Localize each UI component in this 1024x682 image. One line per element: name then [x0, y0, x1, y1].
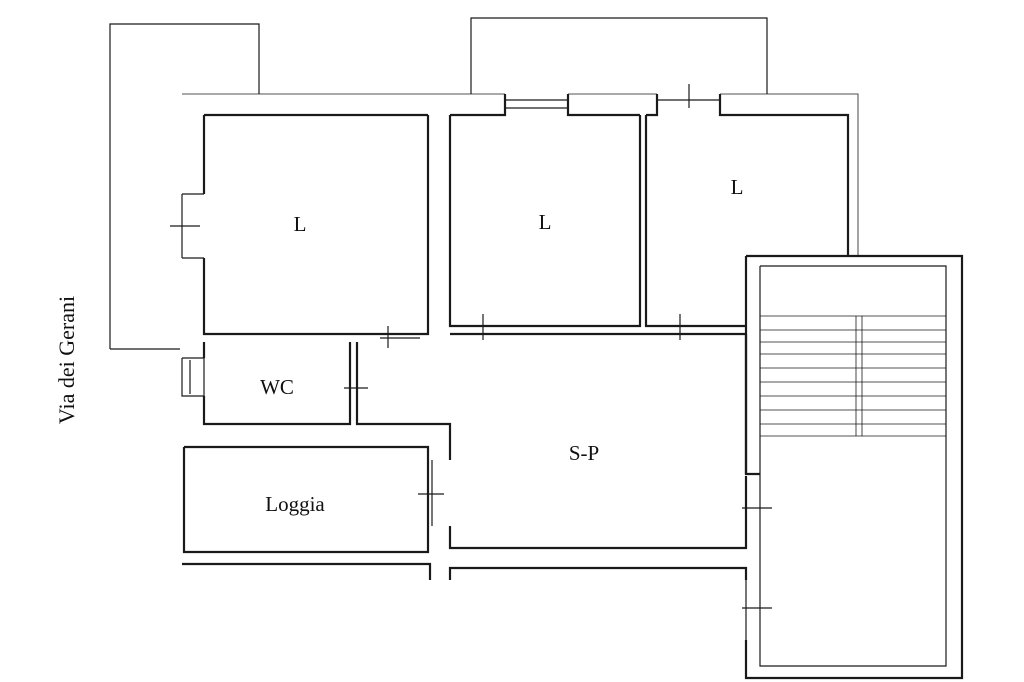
room-middle-walls — [448, 115, 642, 340]
outer-walls — [182, 84, 946, 257]
room-left-walls — [170, 115, 430, 348]
loggia-walls — [182, 445, 444, 554]
balcony-outlines — [109, 17, 768, 350]
room-right-walls — [644, 115, 746, 340]
street-name-label: Via dei Gerani — [54, 296, 79, 424]
stair-treads — [760, 315, 946, 437]
bathroom-label: WC — [260, 375, 294, 399]
living-label: S-P — [569, 441, 599, 465]
bathroom-walls — [181, 342, 452, 460]
stairwell — [742, 254, 964, 680]
room-middle-label: L — [539, 210, 552, 234]
room-left-label: L — [294, 212, 307, 236]
room-right-label: L — [731, 175, 744, 199]
living-walls — [182, 332, 772, 580]
loggia-label: Loggia — [265, 492, 325, 516]
